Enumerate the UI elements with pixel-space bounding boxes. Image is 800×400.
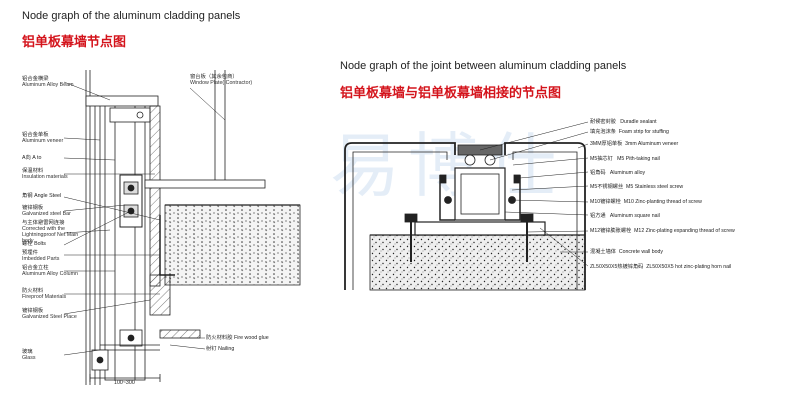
right-label-veneer: 3MM厚铝单板 3mm Aluminum veneer: [590, 141, 679, 147]
left-label-nailing: 射钉 Nailing: [206, 346, 235, 352]
right-label-ss-screw: M5不锈钢螺丝 M5 Stainless steel screw: [590, 184, 684, 190]
left-node-drawing: [63, 70, 301, 385]
right-label-sealant: 耐候密封胶 Duradle sealant: [590, 119, 657, 125]
right-label-square: 铝方通 Aluminum square nail: [590, 213, 660, 219]
left-label-window-plate: 窗台板（其余包商）Window Plate( Contractor): [190, 74, 253, 86]
left-title-cn: 铝单板幕墙节点图: [22, 35, 127, 50]
right-label-alu-alloy: 铝角码 Aluminum alloy: [590, 170, 646, 176]
right-label-m10: M10镀锌螺栓 M10 Zinc-planting thread of scre…: [590, 199, 702, 205]
right-label-foam: 填充泡沫条 Foam strip for stuffing: [590, 129, 669, 135]
right-label-concrete: 混凝土墙体 Concrete wall body: [590, 249, 663, 255]
right-node-drawing: [344, 121, 589, 291]
right-label-horn-nail: ZL50X50X5热镀锌角码 ZL50X50X5 hot zinc-platin…: [590, 264, 732, 270]
right-title-en: Node graph of the joint between aluminum…: [340, 60, 627, 72]
right-label-pith-nail: M5抽芯钉 M5 Pith-taking nail: [590, 156, 660, 162]
right-title-cn: 铝单板幕墙与铝单板幕墙相接的节点图: [340, 86, 562, 101]
left-label-fire-glue: 防火材料胶 Fire wood glue: [206, 335, 269, 341]
left-label-bolts: 螺栓 Bolts: [22, 241, 46, 247]
left-label-angle-steel: 角钢 Angle Steel: [22, 193, 62, 199]
left-dimension: 100~300: [114, 380, 135, 386]
right-label-m12: M12镀锌膨胀螺栓 M12 Zinc-plating expanding thr…: [590, 228, 735, 234]
left-title-en: Node graph of the aluminum cladding pane…: [22, 10, 241, 22]
left-label-a-to: A向 A to: [22, 155, 42, 161]
watermark: 易博仕: [330, 125, 564, 207]
